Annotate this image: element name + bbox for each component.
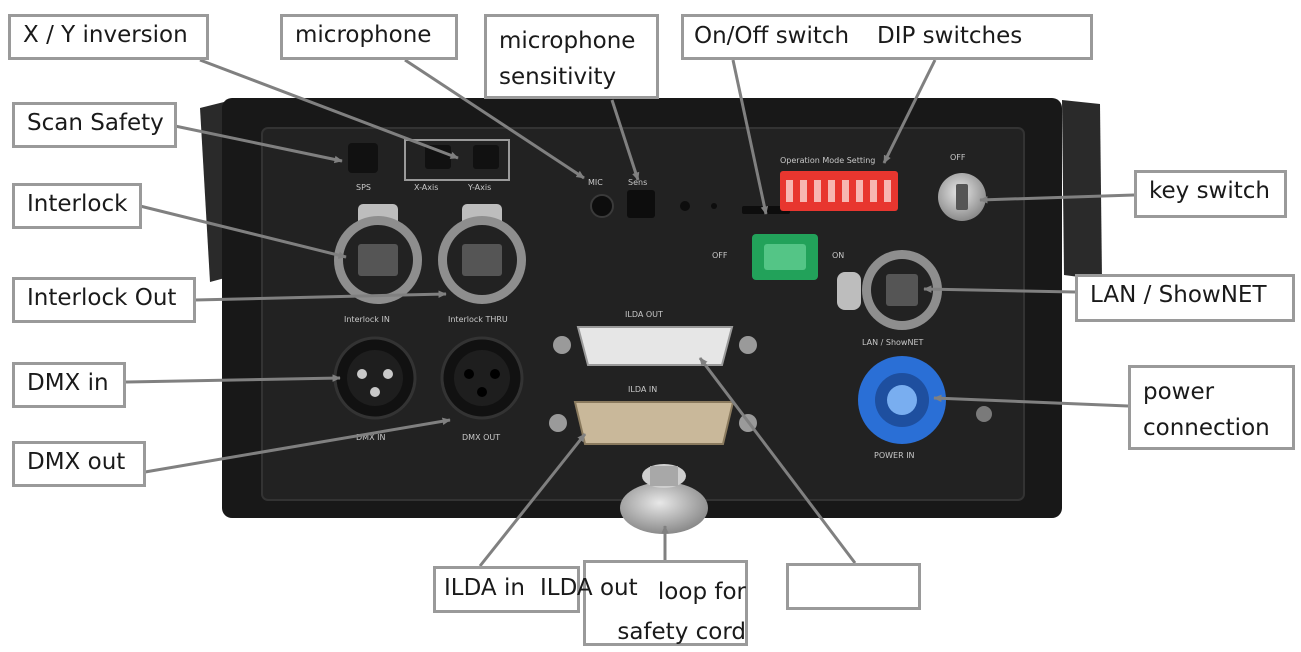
panel-y-axis-text: Y-Axis bbox=[467, 183, 491, 192]
label-loop-for-safety-cord: loop for safety cord bbox=[617, 579, 746, 645]
panel-mic-text: MIC bbox=[588, 178, 603, 187]
arrow-ilda-in bbox=[478, 433, 587, 567]
panel-interlock-thru-text: Interlock THRU bbox=[448, 315, 508, 324]
label-box-on-off-frame bbox=[681, 14, 1093, 60]
panel-operation-mode-text: Operation Mode Setting bbox=[780, 156, 875, 165]
dmx-in-connector bbox=[333, 336, 417, 420]
label-scan-safety: Scan Safety bbox=[12, 102, 177, 148]
panel-switch-off-text: OFF bbox=[712, 251, 728, 260]
microphone-port bbox=[590, 194, 614, 218]
label-box-empty bbox=[786, 563, 921, 610]
right-bracket bbox=[1062, 100, 1102, 280]
panel-dmx-out-text: DMX OUT bbox=[462, 433, 500, 442]
safety-cord-loop bbox=[620, 464, 708, 534]
dip-switch-block bbox=[780, 171, 898, 211]
arrow-microphone bbox=[404, 58, 585, 180]
callout-arrows bbox=[125, 58, 1135, 567]
y-axis-switch bbox=[473, 145, 499, 169]
panel-hole bbox=[711, 203, 717, 209]
ilda-out-connector bbox=[553, 326, 757, 366]
label-key-switch: key switch bbox=[1134, 170, 1287, 218]
label-dmx-out: DMX out bbox=[12, 441, 146, 487]
panel-x-axis-text: X-Axis bbox=[414, 183, 438, 192]
interlock-thru-connector bbox=[438, 204, 526, 304]
panel-off-key-text: OFF bbox=[950, 153, 966, 162]
ground-screw bbox=[976, 406, 992, 422]
label-xy-inversion: X / Y inversion bbox=[8, 14, 209, 60]
scan-safety-button bbox=[348, 143, 378, 173]
dmx-out-connector bbox=[440, 336, 524, 420]
panel-lan-text: LAN / ShowNET bbox=[862, 338, 924, 347]
label-dmx-in: DMX in bbox=[12, 362, 126, 408]
panel-hole bbox=[680, 201, 690, 211]
arrow-on-off-switch bbox=[731, 59, 769, 215]
xy-highlight-frame bbox=[404, 139, 510, 181]
label-microphone: microphone bbox=[280, 14, 458, 60]
label-microphone-sensitivity: microphone sensitivity bbox=[484, 14, 659, 99]
arrow-key-switch bbox=[979, 193, 1135, 204]
arrow-lan-shownet bbox=[923, 285, 1076, 294]
arrow-xy-inversion bbox=[199, 58, 459, 160]
panel-sens-text: Sens bbox=[628, 178, 647, 187]
arrow-power-connection bbox=[933, 394, 1129, 408]
panel-ilda-in-text: ILDA IN bbox=[628, 385, 657, 394]
label-on-off-switch: On/Off switch bbox=[694, 23, 850, 49]
interlock-in-connector bbox=[334, 204, 422, 304]
label-ilda-in: ILDA in bbox=[444, 575, 525, 601]
arrow-microphone-sensitivity bbox=[610, 99, 640, 181]
key-slot bbox=[956, 184, 968, 210]
panel-sps-text: SPS bbox=[356, 183, 371, 192]
sensitivity-knob bbox=[627, 190, 655, 218]
power-in-connector bbox=[858, 356, 946, 444]
panel-switch-on-text: ON bbox=[832, 251, 844, 260]
x-axis-switch bbox=[425, 145, 451, 169]
arrow-dmx-out bbox=[144, 417, 451, 474]
rocker-inner bbox=[764, 244, 806, 270]
label-lan-shownet: LAN / ShowNET bbox=[1075, 274, 1295, 322]
panel-power-in-text: POWER IN bbox=[874, 451, 915, 460]
arrow-dip-switches bbox=[882, 59, 937, 164]
label-ilda-out: ILDA out bbox=[540, 575, 638, 601]
arrow-dmx-in bbox=[125, 374, 341, 384]
label-dip-switches: DIP switches bbox=[877, 23, 1023, 49]
panel-ilda-out-text: ILDA OUT bbox=[625, 310, 663, 319]
panel-dmx-in-text: DMX IN bbox=[356, 433, 385, 442]
label-power-connection: power connection bbox=[1128, 365, 1295, 450]
label-box-safety-cord-frame bbox=[583, 560, 748, 646]
label-interlock: Interlock bbox=[12, 183, 142, 229]
lan-shownet-connector bbox=[837, 250, 942, 330]
label-box-ilda-in-frame bbox=[433, 566, 580, 613]
dip-switch-toggles bbox=[786, 180, 891, 202]
arrow-scan-safety bbox=[174, 124, 343, 164]
arrow-interlock bbox=[139, 204, 347, 259]
panel-interlock-in-text: Interlock IN bbox=[344, 315, 390, 324]
arrow-ilda-out bbox=[698, 357, 857, 564]
label-interlock-out: Interlock Out bbox=[12, 277, 196, 323]
arrow-interlock-out bbox=[194, 290, 447, 302]
